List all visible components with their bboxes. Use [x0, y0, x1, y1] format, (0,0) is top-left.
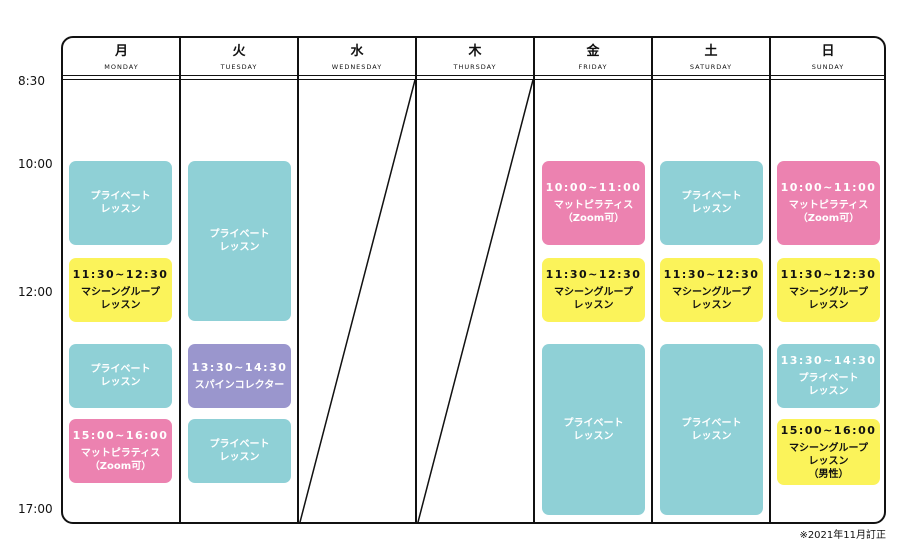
- day-en: SUNDAY: [811, 63, 845, 71]
- wednesday-closed-stroke: [299, 79, 416, 522]
- lesson-name: （Zoom可）: [89, 461, 152, 472]
- lesson-time: 15:00~16:00: [72, 429, 169, 442]
- lesson-block[interactable]: 13:30~14:30 プライベート レッスン: [777, 344, 880, 408]
- day-header-wednesday: 水 WEDNESDAY: [298, 38, 416, 76]
- lesson-name: マットピラティス: [788, 200, 869, 211]
- lesson-name: プライベート: [209, 229, 270, 240]
- lesson-name: プライベート: [563, 417, 624, 429]
- lesson-block[interactable]: 15:00~16:00 マットピラティス （Zoom可）: [69, 419, 172, 483]
- lesson-time: 11:30~12:30: [545, 268, 642, 281]
- time-label-1200: 12:00: [18, 285, 53, 299]
- time-label-1000: 10:00: [18, 157, 53, 171]
- lesson-block[interactable]: 10:00~11:00 マットピラティス （Zoom可）: [542, 161, 645, 245]
- day-jp: 水: [350, 44, 364, 59]
- lesson-name: プライベート: [681, 417, 742, 429]
- lesson-name: プライベート: [209, 439, 270, 450]
- day-en: SATURDAY: [689, 63, 733, 71]
- day-en: TUESDAY: [220, 63, 258, 71]
- day-en: THURSDAY: [453, 63, 497, 71]
- lesson-block[interactable]: プライベート レッスン: [69, 344, 172, 408]
- column-divider: [179, 38, 181, 522]
- revision-note: ※2021年11月訂正: [799, 530, 886, 541]
- lesson-block[interactable]: 15:00~16:00 マシーングループ レッスン （男性）: [777, 419, 880, 485]
- lesson-block[interactable]: 11:30~12:30 マシーングループ レッスン: [542, 258, 645, 322]
- lesson-block[interactable]: プライベート レッスン: [542, 344, 645, 515]
- lesson-time: 13:30~14:30: [780, 354, 877, 367]
- day-header-thursday: 木 THURSDAY: [416, 38, 534, 76]
- column-divider: [769, 38, 771, 522]
- lesson-name: スパインコレクター: [194, 379, 285, 391]
- lesson-time: 13:30~14:30: [191, 360, 288, 374]
- day-jp: 金: [586, 44, 600, 59]
- closed-day-strokes: [299, 79, 534, 522]
- day-header-tuesday: 火 TUESDAY: [180, 38, 298, 76]
- header-divider: [63, 75, 884, 76]
- lesson-block[interactable]: プライベート レッスン: [188, 419, 291, 483]
- lesson-time: 10:00~11:00: [780, 181, 877, 194]
- lesson-name: レッスン: [808, 300, 849, 311]
- lesson-name: マシーングループ: [672, 287, 751, 298]
- day-header-monday: 月 MONDAY: [63, 38, 180, 76]
- lesson-name: レッスン: [573, 300, 614, 311]
- day-en: MONDAY: [104, 63, 139, 71]
- column-divider: [415, 38, 417, 522]
- lesson-name: レッスン: [691, 300, 732, 311]
- lesson-name: プライベート: [681, 191, 742, 202]
- day-header-saturday: 土 SATURDAY: [652, 38, 770, 76]
- lesson-name: （男性）: [808, 468, 849, 480]
- lesson-name: プライベート: [90, 191, 151, 202]
- time-label-0830: 8:30: [18, 74, 45, 88]
- lesson-name: レッスン: [691, 430, 732, 442]
- lesson-name: レッスン: [100, 300, 141, 311]
- lesson-name: マシーングループ: [789, 287, 868, 298]
- lesson-name: マットピラティス: [80, 448, 161, 459]
- column-divider: [297, 38, 299, 522]
- lesson-block[interactable]: 13:30~14:30 スパインコレクター: [188, 344, 291, 408]
- lesson-time: 10:00~11:00: [545, 181, 642, 194]
- lesson-block[interactable]: プライベート レッスン: [660, 161, 763, 245]
- lesson-block[interactable]: プライベート レッスン: [660, 344, 763, 515]
- thursday-closed-stroke: [417, 79, 534, 522]
- lesson-name: マットピラティス: [553, 200, 634, 211]
- lesson-block[interactable]: 10:00~11:00 マットピラティス （Zoom可）: [777, 161, 880, 245]
- lesson-time: 11:30~12:30: [72, 268, 169, 281]
- column-divider: [651, 38, 653, 522]
- lesson-block[interactable]: 11:30~12:30 マシーングループ レッスン: [660, 258, 763, 322]
- lesson-name: マシーングループ: [81, 287, 160, 298]
- lesson-name: （Zoom可）: [797, 213, 860, 224]
- lesson-time: 11:30~12:30: [780, 268, 877, 281]
- day-jp: 木: [468, 44, 482, 59]
- lesson-block[interactable]: 11:30~12:30 マシーングループ レッスン: [777, 258, 880, 322]
- lesson-block[interactable]: 11:30~12:30 マシーングループ レッスン: [69, 258, 172, 322]
- day-en: FRIDAY: [578, 63, 608, 71]
- lesson-name: プライベート: [90, 364, 151, 375]
- lesson-block[interactable]: プライベート レッスン: [188, 161, 291, 321]
- timetable-frame: 月 MONDAY 火 TUESDAY 水 WEDNESDAY 木 THURSDA…: [61, 36, 886, 524]
- lesson-name: レッスン: [808, 455, 849, 467]
- lesson-block[interactable]: プライベート レッスン: [69, 161, 172, 245]
- lesson-time: 11:30~12:30: [663, 268, 760, 281]
- day-jp: 月: [114, 44, 128, 59]
- lesson-name: レッスン: [219, 242, 260, 253]
- lesson-time: 15:00~16:00: [780, 423, 877, 437]
- day-header-sunday: 日 SUNDAY: [770, 38, 884, 76]
- lesson-name: レッスン: [100, 377, 141, 388]
- day-en: WEDNESDAY: [331, 63, 383, 71]
- day-jp: 土: [704, 44, 718, 59]
- lesson-name: マシーングループ: [554, 287, 633, 298]
- day-jp: 日: [821, 44, 835, 59]
- lesson-name: レッスン: [573, 430, 614, 442]
- lesson-name: レッスン: [100, 204, 141, 215]
- lesson-name: レッスン: [691, 204, 732, 215]
- column-divider: [533, 38, 535, 522]
- time-label-1700: 17:00: [18, 502, 53, 516]
- lesson-name: プライベート: [798, 373, 859, 384]
- day-jp: 火: [232, 44, 246, 59]
- lesson-name: （Zoom可）: [562, 213, 625, 224]
- lesson-name: マシーングループ: [789, 442, 868, 454]
- header-divider-inner: [63, 79, 884, 80]
- lesson-name: レッスン: [219, 452, 260, 463]
- lesson-name: レッスン: [808, 386, 849, 397]
- day-header-friday: 金 FRIDAY: [534, 38, 652, 76]
